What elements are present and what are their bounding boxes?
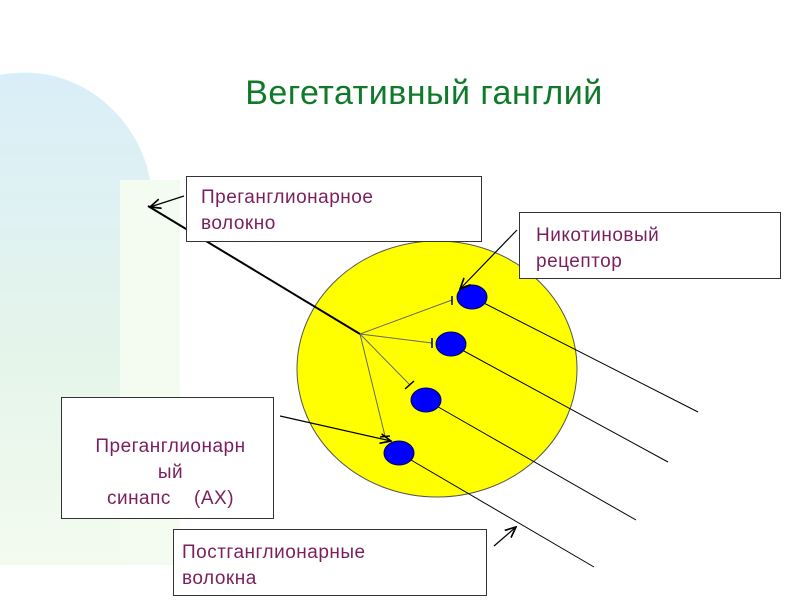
label-line: Преганглионарн (95, 436, 246, 457)
label-line: ый (157, 462, 184, 483)
label-preganglionic-fiber: Преганглионарное волокно (186, 176, 482, 242)
label-line: Никотиновый (536, 225, 660, 246)
label-line: волокно (201, 213, 276, 234)
branch-4-tick (379, 435, 391, 438)
branch-3 (359, 333, 411, 386)
arrow-synapse (279, 415, 391, 441)
label-line: Постганглионарные (182, 542, 366, 563)
label-line: рецептор (536, 251, 623, 272)
neuron-body-1 (456, 284, 488, 310)
neuron-body-4 (383, 440, 415, 466)
postganglionic-fiber-4 (398, 452, 595, 568)
postganglionic-fiber-1 (471, 296, 699, 413)
preganglionic-fiber-line (147, 205, 361, 335)
branch-3-tick (404, 380, 415, 390)
arrow-preganglionic (150, 195, 185, 207)
neuron-body-3 (410, 387, 442, 413)
branch-4 (359, 333, 386, 437)
label-line: Преганглионарное (201, 187, 374, 208)
page-title: Вегетативный ганглий (245, 74, 603, 112)
ganglion-body (296, 240, 578, 498)
label-postganglionic-fibers: Постганглионарные волокна (173, 529, 487, 596)
postganglionic-fiber-2 (450, 343, 669, 463)
neuron-body-2 (435, 331, 467, 357)
arrow-nicotinic (460, 229, 518, 289)
label-preganglionic-synapse: Преганглионарн ый синапс (АХ) (61, 397, 274, 519)
arrow-postganglionic (493, 527, 516, 547)
branch-1 (359, 299, 453, 335)
label-nicotinic-receptor: Никотиновый рецептор (519, 212, 781, 279)
postganglionic-fiber-3 (425, 399, 637, 521)
label-line: синапс (АХ) (106, 488, 235, 509)
branch-2 (359, 333, 433, 344)
label-line: волокна (182, 568, 257, 589)
